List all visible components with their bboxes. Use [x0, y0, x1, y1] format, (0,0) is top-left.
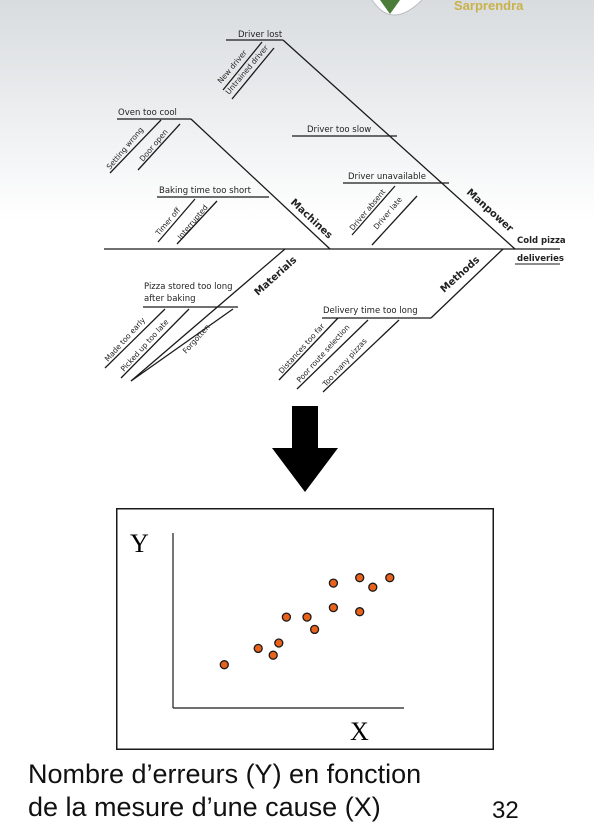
effect-label: Cold pizza — [517, 236, 566, 246]
cause-pizza-stored-line2: after baking — [144, 294, 195, 304]
effect-label-line2: deliveries — [517, 254, 564, 264]
page-number: 32 — [492, 797, 519, 824]
scatter-point-1 — [219, 660, 229, 670]
cause-interrupted: Interrupted — [176, 203, 210, 241]
cause-setting-wrong: Setting wrong — [105, 125, 146, 171]
caption-line-2: de la mesure d’une cause (X) — [28, 792, 381, 822]
scatter-point-9 — [328, 578, 339, 588]
cause-forgotten: Forgotten — [181, 322, 212, 355]
scatter-point-6 — [302, 612, 312, 622]
cause-pizza-stored-line1: Pizza stored too long — [144, 282, 233, 292]
down-arrow-icon — [272, 406, 338, 492]
methods-bone — [430, 248, 504, 319]
cause-oven-too-cool: Oven too cool — [118, 108, 177, 118]
cause-poor-route-selection: Poor route selection — [295, 323, 352, 385]
slide-caption: Nombre d’erreurs (Y) en fonction de la m… — [28, 758, 568, 824]
caption-line-1: Nombre d’erreurs (Y) en fonction — [28, 759, 422, 789]
category-machines: Machines — [288, 197, 334, 241]
cause-delivery-time-too-long: Delivery time too long — [323, 306, 418, 316]
machines-bone — [190, 118, 331, 250]
cause-picked-up-too-late: Picked up too late — [119, 317, 171, 373]
scatter-chart: Y X — [116, 508, 494, 750]
scatter-point-12 — [368, 582, 378, 592]
category-manpower: Manpower — [464, 187, 515, 235]
cause-driver-lost: Driver lost — [238, 30, 283, 40]
svg-text:Sarprendra: Sarprendra — [454, 0, 524, 13]
materials-bone — [130, 248, 286, 382]
category-materials: Materials — [253, 255, 300, 299]
scatter-point-10 — [355, 607, 365, 617]
company-logo: Sarprendra — [371, 0, 524, 16]
scatter-point-7 — [309, 624, 320, 635]
manpower-bone — [282, 39, 516, 250]
scatter-point-5 — [281, 612, 292, 622]
scatter-point-8 — [328, 602, 339, 613]
scatter-point-3 — [268, 650, 278, 660]
cause-driver-too-slow: Driver too slow — [307, 125, 371, 135]
x-axis-label: X — [350, 717, 369, 746]
cause-baking-time-too-short: Baking time too short — [159, 186, 252, 196]
scatter-point-4 — [274, 638, 284, 648]
scatter-point-11 — [355, 573, 365, 583]
scatter-point-13 — [385, 573, 395, 583]
scatter-point-2 — [253, 643, 263, 654]
scatter-points — [219, 573, 395, 670]
cause-driver-unavailable: Driver unavailable — [348, 172, 426, 182]
y-axis-label: Y — [130, 529, 149, 558]
